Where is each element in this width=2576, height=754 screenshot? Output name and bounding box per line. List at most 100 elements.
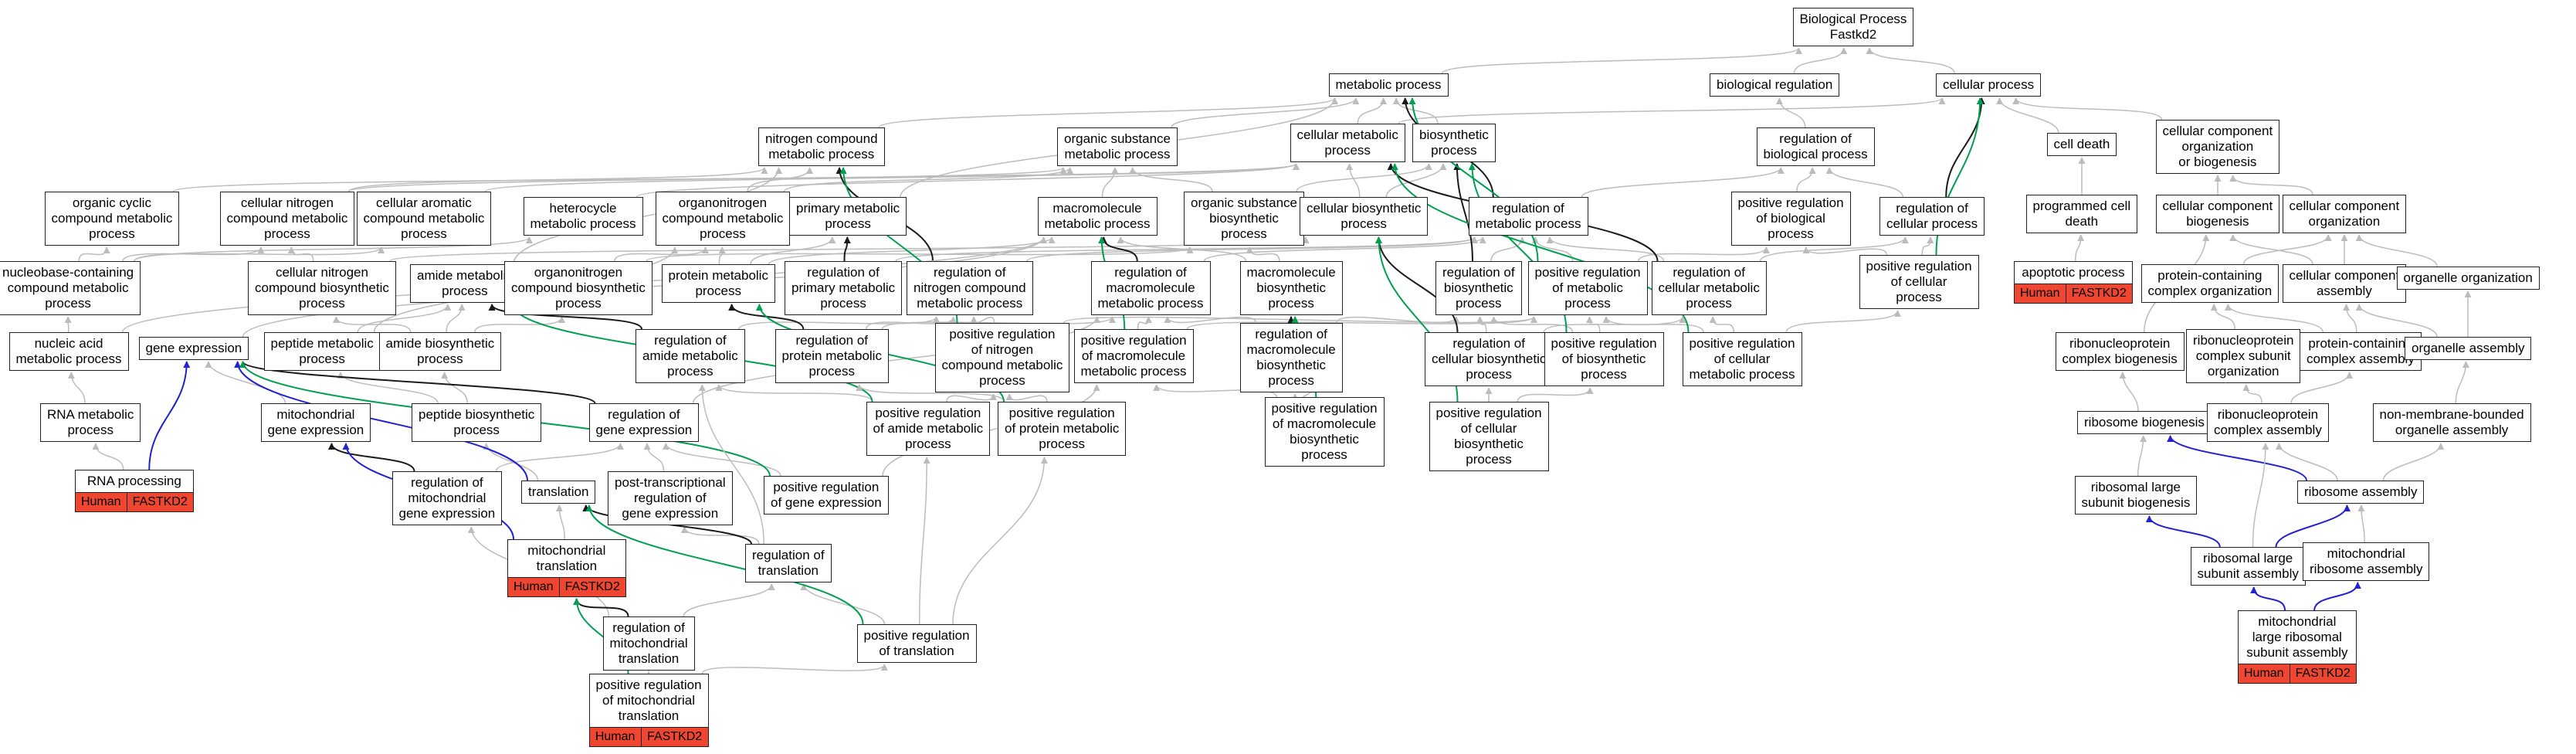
go-term-macromolecule-metabolic-process[interactable]: macromolecule metabolic process [1037,197,1158,236]
go-term-ribosomal-large-subunit-biogenesis[interactable]: ribosomal large subunit biogenesis [2074,476,2198,515]
edge-positive-regulation-of-gene-expression--regulation-of-gene-expression [662,443,781,477]
go-term-positive-regulation-of-gene-expression[interactable]: positive regulation of gene expression [764,476,889,515]
go-term-gene-expression[interactable]: gene expression [138,337,249,360]
go-term-regulation-of-mitochondrial-translation[interactable]: regulation of mitochondrial translation [602,616,695,671]
go-term-organic-substance-metabolic-process[interactable]: organic substance metabolic process [1057,127,1178,166]
go-term-regulation-of-cellular-biosynthetic-process[interactable]: regulation of cellular biosynthetic proc… [1425,332,1554,386]
go-term-ribonucleoprotein-complex-assembly[interactable]: ribonucleoprotein complex assembly [2207,403,2329,442]
species-tag[interactable]: Human [508,578,559,596]
edge-ribosomal-large-subunit-biogenesis--ribosome-biogenesis [2137,435,2147,477]
go-term-organic-cyclic-compound-metabolic-process[interactable]: organic cyclic compound metabolic proces… [44,192,180,246]
go-term-organic-substance-biosynthetic-process[interactable]: organic substance biosynthetic process [1184,192,1304,246]
go-term-positive-regulation-of-macromolecule-metabolic-process[interactable]: positive regulation of macromolecule met… [1073,329,1194,383]
go-term-primary-metabolic-process[interactable]: primary metabolic process [789,197,907,236]
go-term-organelle-organization[interactable]: organelle organization [2396,267,2540,290]
go-term-cellular-component-organization[interactable]: cellular component organization [2282,195,2407,233]
go-term-regulation-of-protein-metabolic-process[interactable]: regulation of protein metabolic process [774,329,889,383]
go-term-organelle-assembly[interactable]: organelle assembly [2405,337,2532,360]
go-term-cellular-process[interactable]: cellular process [1936,73,2042,97]
go-term-cellular-metabolic-process[interactable]: cellular metabolic process [1290,124,1405,162]
go-term-nucleic-acid-metabolic-process[interactable]: nucleic acid metabolic process [8,332,129,371]
go-term-bp-fastkd2[interactable]: Biological Process Fastkd2 [1792,8,1914,46]
go-term-heterocycle-metabolic-process[interactable]: heterocycle metabolic process [523,197,643,236]
go-term-ribonucleoprotein-complex-biogenesis[interactable]: ribonucleoprotein complex biogenesis [2055,332,2185,371]
go-term-post-transcriptional-regulation-of-gene-expression[interactable]: post-transcriptional regulation of gene … [608,471,733,525]
species-tag[interactable]: Human [76,493,127,511]
gene-tag[interactable]: FASTKD2 [558,578,625,596]
go-term-mitochondrial-ribosome-assembly[interactable]: mitochondrial ribosome assembly [2303,542,2430,581]
go-term-regulation-of-macromolecule-metabolic-process[interactable]: regulation of macromolecule metabolic pr… [1090,261,1211,315]
go-term-translation[interactable]: translation [521,481,596,504]
go-term-programmed-cell-death[interactable]: programmed cell death [2025,195,2138,233]
go-term-cellular-biosynthetic-process[interactable]: cellular biosynthetic process [1300,197,1429,236]
go-term-positive-regulation-of-biological-process[interactable]: positive regulation of biological proces… [1730,192,1851,246]
gene-tag[interactable]: FASTKD2 [640,728,708,746]
go-term-cellular-aromatic-compound-metabolic-process[interactable]: cellular aromatic compound metabolic pro… [356,192,492,246]
go-term-biological-regulation[interactable]: biological regulation [1710,73,1840,97]
go-term-regulation-of-amide-metabolic-process[interactable]: regulation of amide metabolic process [636,329,745,383]
go-term-regulation-of-metabolic-process[interactable]: regulation of metabolic process [1468,197,1588,236]
go-term-label: amide metabolic process [417,268,513,298]
gene-tag[interactable]: FASTKD2 [126,493,193,511]
go-term-protein-metabolic-process[interactable]: protein metabolic process [661,264,775,303]
go-term-positive-regulation-of-biosynthetic-process[interactable]: positive regulation of biosynthetic proc… [1544,332,1664,386]
go-term-positive-regulation-of-protein-metabolic-process[interactable]: positive regulation of protein metabolic… [998,402,1127,456]
go-term-ribosome-assembly[interactable]: ribosome assembly [2297,481,2425,504]
go-term-positive-regulation-of-translation[interactable]: positive regulation of translation [856,624,977,663]
edge-positive-regulation-of-macromolecule-metabolic-process--regulation-of-macromolecule-metabolic-process [1137,316,1152,330]
go-term-cellular-nitrogen-compound-metabolic-process[interactable]: cellular nitrogen compound metabolic pro… [219,192,355,246]
go-term-cellular-component-assembly[interactable]: cellular component assembly [2282,264,2407,303]
go-term-regulation-of-mitochondrial-gene-expression[interactable]: regulation of mitochondrial gene express… [391,471,503,525]
go-term-cellular-nitrogen-compound-biosynthetic-process[interactable]: cellular nitrogen compound biosynthetic … [248,261,396,315]
go-term-protein-containing-complex-assembly[interactable]: protein-containing complex assembly [2300,332,2422,371]
go-term-organonitrogen-compound-biosynthetic-process[interactable]: organonitrogen compound biosynthetic pro… [504,261,652,315]
go-term-regulation-of-cellular-process[interactable]: regulation of cellular process [1879,197,1985,236]
go-term-mitochondrial-gene-expression[interactable]: mitochondrial gene expression [260,403,371,442]
go-term-cellular-component-organization-or-biogenesis[interactable]: cellular component organization or bioge… [2155,120,2280,174]
go-term-positive-regulation-of-mitochondrial-translation[interactable]: positive regulation of mitochondrial tra… [588,674,709,747]
go-term-biosynthetic-process[interactable]: biosynthetic process [1412,124,1496,162]
go-term-amide-biosynthetic-process[interactable]: amide biosynthetic process [378,332,502,371]
go-term-positive-regulation-of-amide-metabolic-process[interactable]: positive regulation of amide metabolic p… [866,402,991,456]
go-term-regulation-of-gene-expression[interactable]: regulation of gene expression [588,403,700,442]
go-term-positive-regulation-of-metabolic-process[interactable]: positive regulation of metabolic process [1527,261,1648,315]
go-term-peptide-biosynthetic-process[interactable]: peptide biosynthetic process [412,403,542,442]
go-term-non-membrane-bounded-organelle-assembly[interactable]: non-membrane-bounded organelle assembly [2372,403,2531,442]
go-term-regulation-of-cellular-metabolic-process[interactable]: regulation of cellular metabolic process [1651,261,1767,315]
go-term-mitochondrial-large-ribosomal-subunit-assembly[interactable]: mitochondrial large ribosomal subunit as… [2238,610,2357,684]
go-term-metabolic-process[interactable]: metabolic process [1328,73,1449,97]
go-term-protein-containing-complex-organization[interactable]: protein-containing complex organization [2140,264,2279,303]
go-term-ribonucleoprotein-complex-subunit-organization[interactable]: ribonucleoprotein complex subunit organi… [2186,329,2301,383]
go-term-positive-regulation-of-cellular-metabolic-process[interactable]: positive regulation of cellular metaboli… [1682,332,1802,386]
go-term-ribosome-biogenesis[interactable]: ribosome biogenesis [2077,411,2212,434]
gene-tag[interactable]: FASTKD2 [2289,664,2356,683]
go-term-amide-metabolic-process[interactable]: amide metabolic process [410,264,520,303]
gene-tag[interactable]: FASTKD2 [2065,284,2132,303]
go-term-ribosomal-large-subunit-assembly[interactable]: ribosomal large subunit assembly [2190,547,2306,586]
go-term-peptide-metabolic-process[interactable]: peptide metabolic process [263,332,381,371]
go-term-positive-regulation-of-cellular-process[interactable]: positive regulation of cellular process [1859,255,1979,309]
go-term-cell-death[interactable]: cell death [2046,133,2117,156]
go-term-cellular-component-biogenesis[interactable]: cellular component biogenesis [2155,195,2280,233]
species-tag[interactable]: Human [2239,664,2290,683]
go-term-nitrogen-compound-metabolic-process[interactable]: nitrogen compound metabolic process [758,127,885,166]
species-tag[interactable]: Human [589,728,641,746]
go-term-regulation-of-nitrogen-compound-metabolic-process[interactable]: regulation of nitrogen compound metaboli… [907,261,1033,315]
go-term-positive-regulation-of-nitrogen-compound-metabolic-process[interactable]: positive regulation of nitrogen compound… [934,323,1070,392]
go-term-label: peptide biosynthetic process [419,407,535,437]
go-term-nucleobase-containing-compound-metabolic-process[interactable]: nucleobase-containing compound metabolic… [0,261,141,315]
go-term-rna-metabolic-process[interactable]: RNA metabolic process [40,403,141,442]
go-term-organonitrogen-compound-metabolic-process[interactable]: organonitrogen compound metabolic proces… [655,192,791,246]
go-term-positive-regulation-of-cellular-biosynthetic-process[interactable]: positive regulation of cellular biosynth… [1429,402,1549,471]
go-term-positive-regulation-of-macromolecule-biosynthetic-process[interactable]: positive regulation of macromolecule bio… [1264,397,1385,467]
go-term-regulation-of-primary-metabolic-process[interactable]: regulation of primary metabolic process [785,261,903,315]
go-term-regulation-of-macromolecule-biosynthetic-process[interactable]: regulation of macromolecule biosynthetic… [1239,323,1343,392]
go-term-regulation-of-translation[interactable]: regulation of translation [745,544,832,582]
go-term-regulation-of-biological-process[interactable]: regulation of biological process [1756,127,1875,166]
go-term-macromolecule-biosynthetic-process[interactable]: macromolecule biosynthetic process [1239,261,1343,315]
go-term-regulation-of-biosynthetic-process[interactable]: regulation of biosynthetic process [1435,261,1522,315]
species-tag[interactable]: Human [2015,284,2066,303]
